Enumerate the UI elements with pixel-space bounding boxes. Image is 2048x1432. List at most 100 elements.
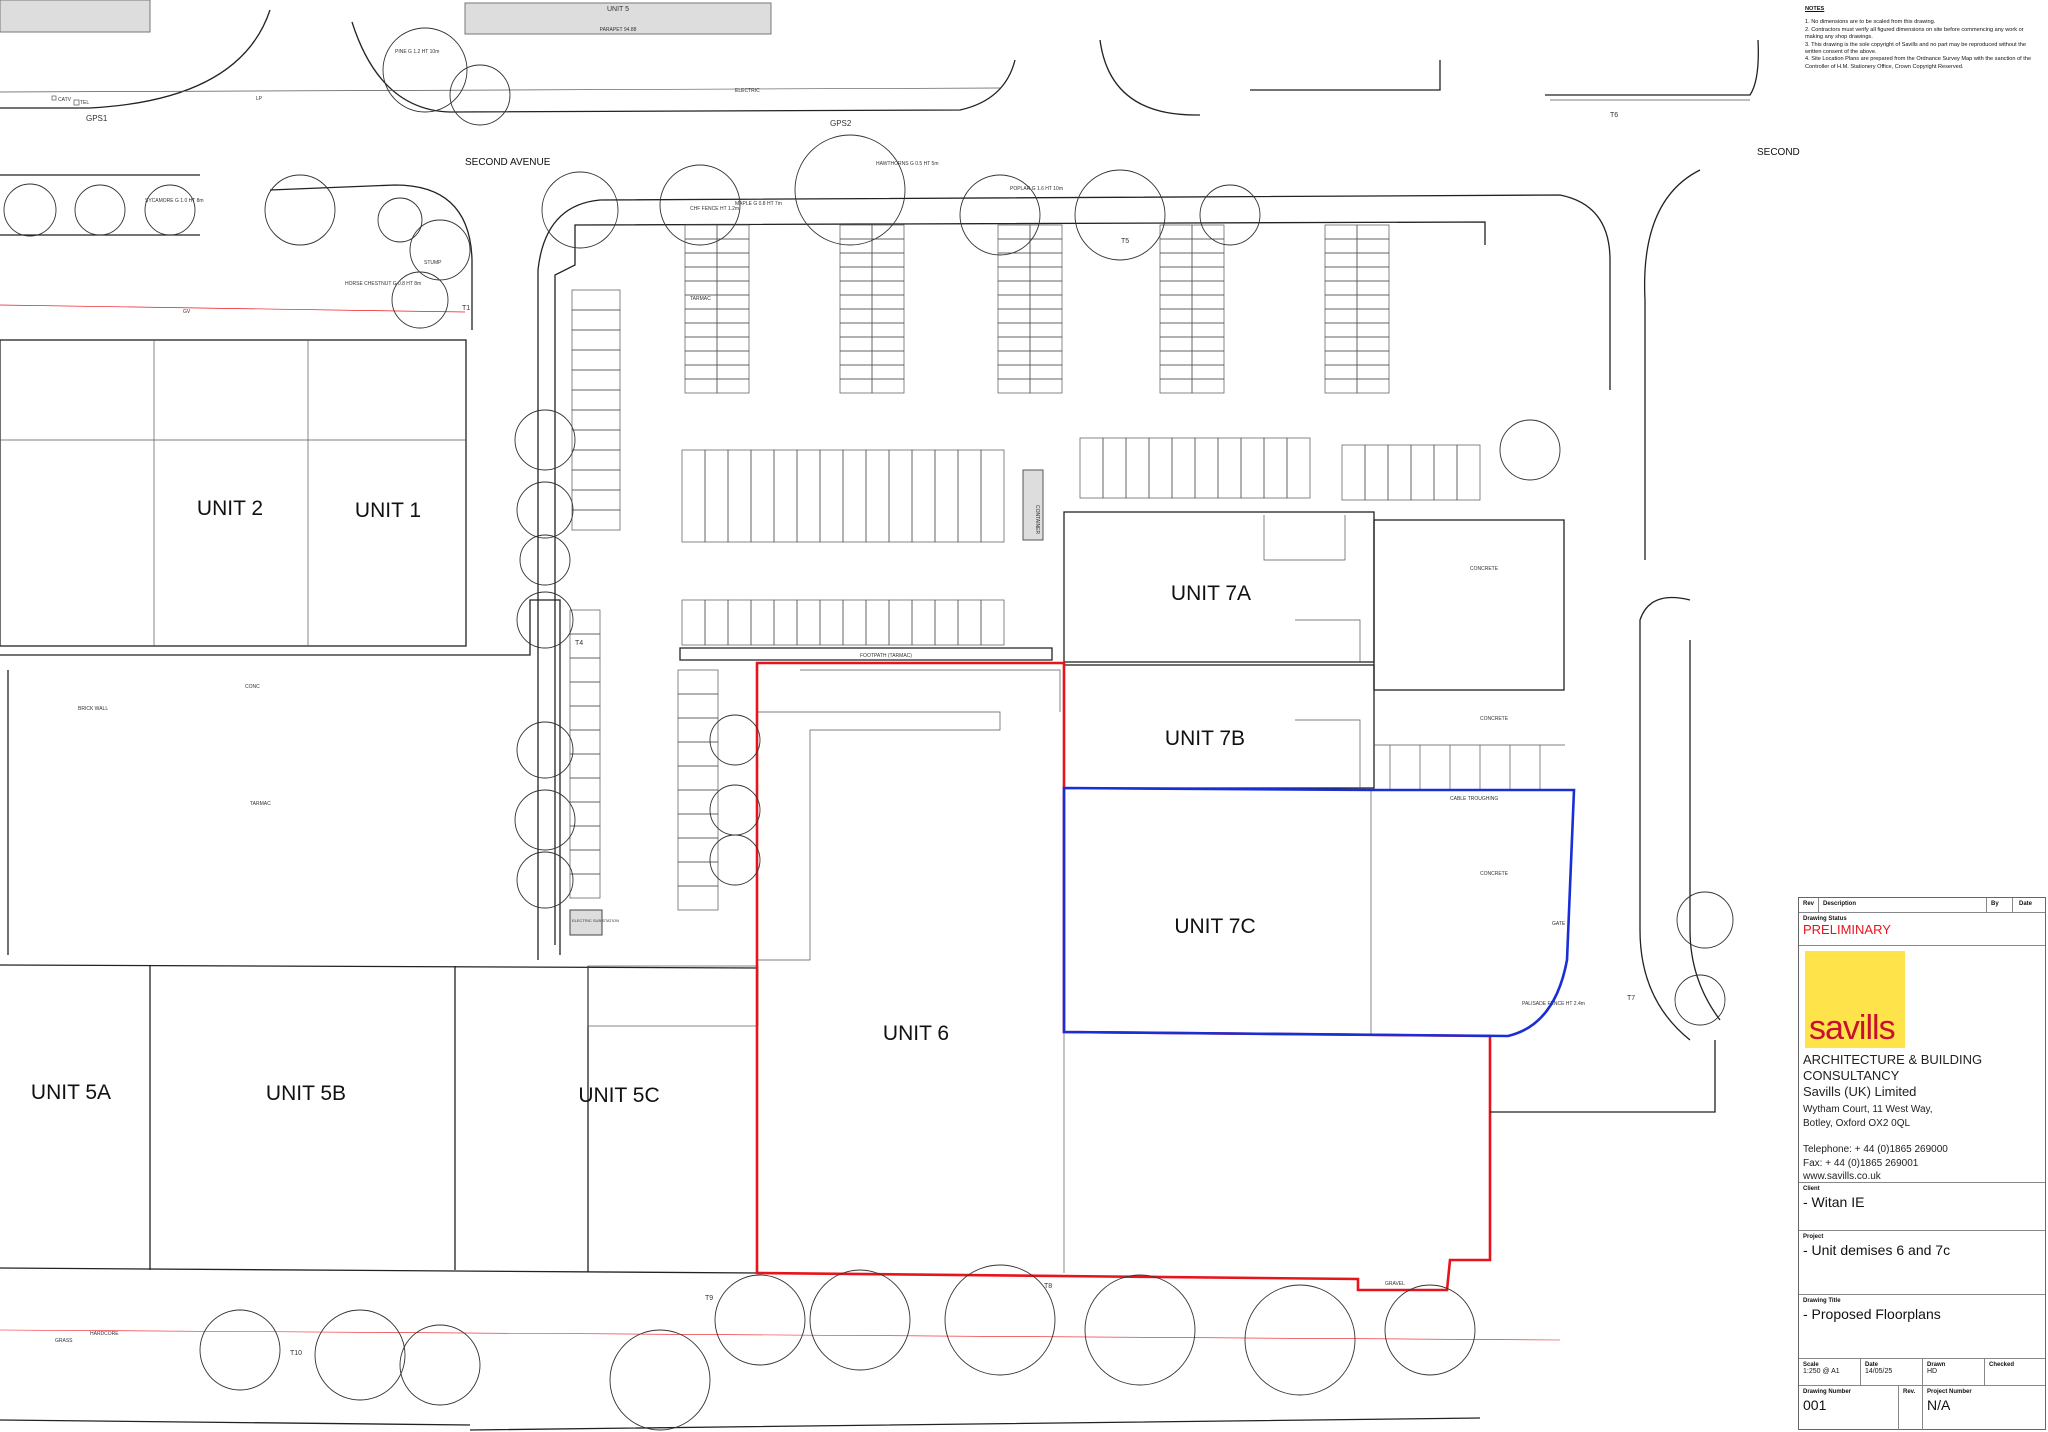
- parking-bay: [839, 336, 873, 352]
- parking-bay: [997, 322, 1031, 338]
- savills-logo: savills: [1805, 951, 1905, 1048]
- tree-label: MAPLE G 0.8 HT 7m: [735, 201, 782, 207]
- parking-bay: [677, 789, 719, 815]
- parking-bay: [750, 449, 775, 543]
- company-section: savills ARCHITECTURE & BUILDING CONSULTA…: [1799, 946, 2045, 1183]
- parking-bay: [569, 729, 601, 755]
- tree-canopy: [399, 1324, 481, 1406]
- trees: [3, 27, 1734, 1431]
- parking-bay: [569, 705, 601, 731]
- parking-bay: [684, 266, 718, 282]
- company-telephone: Telephone: + 44 (0)1865 269000: [1803, 1144, 1948, 1155]
- parking-bay: [569, 753, 601, 779]
- tree-canopy: [382, 27, 468, 113]
- parking-bay: [1356, 280, 1390, 296]
- parking-bay: [1029, 350, 1063, 366]
- parking-bay: [1029, 266, 1063, 282]
- parking-bay: [865, 599, 890, 646]
- parking-bay: [1356, 238, 1390, 254]
- parking-bay: [677, 765, 719, 791]
- rev-header: Rev: [1803, 901, 1815, 907]
- internal-rooms: [1263, 515, 1361, 788]
- parking-bay: [684, 364, 718, 380]
- container-label: CONTAINER: [1034, 505, 1040, 534]
- tree-canopy: [514, 789, 576, 851]
- company-web[interactable]: www.savills.co.uk: [1803, 1171, 1881, 1182]
- unit-5c-label: UNIT 5C: [578, 1084, 659, 1107]
- tree-canopy: [516, 851, 574, 909]
- parking-bay: [571, 329, 621, 351]
- parking-bay: [1029, 224, 1063, 240]
- parking-bay: [839, 280, 873, 296]
- parking-bay: [1029, 336, 1063, 352]
- unit-5b-label: UNIT 5B: [266, 1082, 346, 1105]
- tree-canopy: [391, 271, 449, 329]
- gravel-label: GRAVEL: [1385, 1281, 1405, 1287]
- parking-bay: [677, 813, 719, 839]
- parking-bay: [571, 349, 621, 371]
- parking-bay: [1324, 350, 1358, 366]
- parking-bay: [839, 252, 873, 268]
- client-value: - Witan IE: [1803, 1194, 1865, 1210]
- parking-bay: [704, 449, 729, 543]
- parking-bay: [871, 350, 905, 366]
- parking-bay: [888, 599, 913, 646]
- date-label: Date: [1865, 1362, 1879, 1368]
- scale-label: Scale: [1803, 1362, 1819, 1368]
- parking-bay: [1456, 444, 1481, 501]
- parking-bay: [839, 266, 873, 282]
- parking-bay: [1324, 364, 1358, 380]
- note-item: 1. No dimensions are to be scaled from t…: [1805, 19, 1936, 26]
- by-header: By: [1991, 901, 1999, 907]
- logo-text: savills: [1809, 1009, 1896, 1047]
- tree-canopy: [144, 184, 196, 236]
- client-section: Client - Witan IE: [1799, 1183, 2045, 1231]
- parking-bay: [871, 378, 905, 394]
- brick-wall-label: BRICK WALL: [78, 706, 108, 712]
- parking-bays-7: [1374, 744, 1565, 790]
- parking-bay: [569, 777, 601, 803]
- unit-6-demise-outline: [755, 661, 1492, 1292]
- parking-bay: [839, 322, 873, 338]
- cable-troughing-label: CABLE TROUGHING: [1450, 796, 1498, 802]
- parking-bay: [980, 599, 1005, 646]
- road-name-second: SECOND: [1757, 147, 1800, 158]
- parking-bay: [1356, 266, 1390, 282]
- parking-bay: [716, 294, 750, 310]
- parking-bay: [1191, 238, 1225, 254]
- tree-label: HAWTHORNS G 0.5 HT 5m: [876, 161, 939, 167]
- catv-label: CATV: [58, 97, 72, 103]
- parking-bay: [980, 449, 1005, 543]
- parking-bay: [871, 238, 905, 254]
- parking-bay: [1159, 238, 1193, 254]
- parking-bay: [1324, 238, 1358, 254]
- project-section: Project - Unit demises 6 and 7c: [1799, 1231, 2045, 1295]
- t8-label: T8: [1044, 1283, 1052, 1290]
- parking-bay: [934, 599, 959, 646]
- parking-bay: [871, 280, 905, 296]
- yard-boundary: [0, 599, 561, 955]
- tree-canopy: [199, 1309, 281, 1391]
- parking-bay: [796, 599, 821, 646]
- unit-7b-label: UNIT 7B: [1165, 727, 1245, 750]
- parking-bay: [839, 224, 873, 240]
- parking-bay: [997, 224, 1031, 240]
- footpath-label: FOOTPATH (TARMAC): [860, 653, 912, 659]
- carpark-kerb: [537, 194, 1611, 960]
- parking-bay: [1433, 444, 1458, 501]
- unit-5a-label: UNIT 5A: [31, 1081, 111, 1104]
- parking-bay: [1191, 308, 1225, 324]
- date-header: Date: [2019, 901, 2033, 907]
- parking-bay: [997, 364, 1031, 380]
- parking-bay: [819, 599, 844, 646]
- tel-label: TEL: [80, 100, 89, 106]
- t6-label: T6: [1610, 112, 1618, 119]
- parking-bay: [997, 280, 1031, 296]
- unit-6-offices: [757, 669, 1061, 961]
- tree-canopy: [709, 714, 761, 766]
- parking-bay: [677, 693, 719, 719]
- unit-2-label: UNIT 2: [197, 497, 263, 520]
- tree-canopy: [516, 721, 574, 779]
- tree-canopy: [709, 784, 761, 836]
